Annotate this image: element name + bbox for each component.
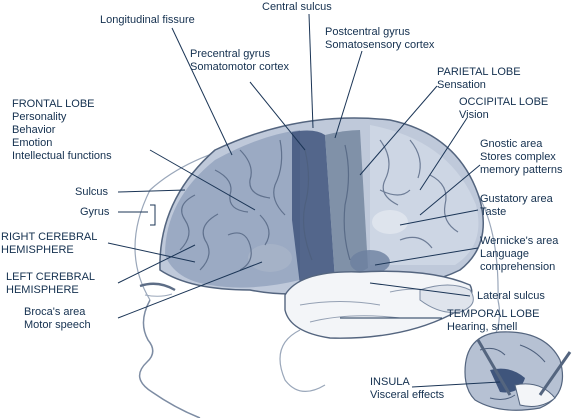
frontal-function-1: Personality bbox=[12, 111, 67, 123]
parietal-title: PARIETAL LOBE bbox=[437, 66, 521, 78]
label-wernickes-area: Wernicke's area Language comprehension bbox=[480, 235, 558, 274]
postcentral-title: Postcentral gyrus bbox=[325, 26, 410, 38]
label-sulcus: Sulcus bbox=[75, 186, 109, 198]
eye bbox=[139, 282, 176, 292]
wernicke-title: Wernicke's area bbox=[480, 235, 559, 247]
left-hemisphere-line-2: HEMISPHERE bbox=[6, 284, 79, 296]
wernicke-function-1: Language bbox=[480, 248, 529, 260]
gnostic-function-2: memory patterns bbox=[480, 164, 563, 176]
label-gnostic-area: Gnostic area Stores complex memory patte… bbox=[480, 138, 563, 177]
gnostic-title: Gnostic area bbox=[480, 138, 543, 150]
gyri-pattern bbox=[179, 139, 459, 271]
label-parietal-lobe: PARIETAL LOBE Sensation bbox=[437, 66, 521, 92]
insula-inset bbox=[464, 331, 572, 411]
leader-lines bbox=[107, 13, 501, 388]
broca-area bbox=[248, 244, 292, 272]
frontal-function-3: Emotion bbox=[12, 137, 53, 149]
label-gustatory-area: Gustatory area Taste bbox=[480, 193, 553, 219]
label-temporal-lobe: TEMPORAL LOBE Hearing, smell bbox=[447, 308, 540, 334]
temporal-function: Hearing, smell bbox=[447, 321, 518, 333]
label-occipital-lobe: OCCIPITAL LOBE Vision bbox=[459, 96, 548, 122]
face-profile bbox=[138, 299, 201, 418]
label-gyrus: Gyrus bbox=[80, 206, 110, 218]
label-right-cerebral-hemisphere: RIGHT CEREBRAL HEMISPHERE bbox=[1, 231, 97, 257]
label-insula: INSULA Visceral effects bbox=[370, 376, 444, 402]
label-longitudinal-fissure: Longitudinal fissure bbox=[100, 14, 195, 26]
gustatory-title: Gustatory area bbox=[480, 193, 553, 205]
label-precentral-gyrus: Precentral gyrus Somatomotor cortex bbox=[190, 48, 289, 74]
postcentral-function: Somatosensory cortex bbox=[325, 39, 435, 51]
broca-title: Broca's area bbox=[24, 306, 86, 318]
wernicke-function-2: comprehension bbox=[480, 261, 556, 273]
wernicke-area bbox=[350, 250, 390, 274]
temporal-title: TEMPORAL LOBE bbox=[447, 308, 540, 320]
label-central-sulcus: Central sulcus bbox=[262, 1, 332, 13]
broca-function: Motor speech bbox=[24, 319, 91, 331]
label-brocas-area: Broca's area Motor speech bbox=[24, 306, 91, 332]
gustatory-area bbox=[372, 210, 408, 234]
frontal-title: FRONTAL LOBE bbox=[12, 98, 95, 110]
label-lateral-sulcus: Lateral sulcus bbox=[477, 290, 545, 302]
occipital-title: OCCIPITAL LOBE bbox=[459, 96, 549, 108]
precentral-function: Somatomotor cortex bbox=[190, 61, 290, 73]
insula-title: INSULA bbox=[370, 376, 410, 388]
cerebellum bbox=[419, 284, 474, 313]
postcentral-gyrus bbox=[325, 130, 368, 280]
precentral-title: Precentral gyrus bbox=[190, 48, 271, 60]
insula-function: Visceral effects bbox=[370, 389, 445, 401]
label-postcentral-gyrus: Postcentral gyrus Somatosensory cortex bbox=[325, 26, 434, 52]
frontal-function-2: Behavior bbox=[12, 124, 56, 136]
gustatory-function: Taste bbox=[480, 206, 507, 218]
occipital-function: Vision bbox=[459, 109, 489, 121]
label-left-cerebral-hemisphere: LEFT CEREBRAL HEMISPHERE bbox=[6, 271, 95, 297]
frontal-function-4: Intellectual functions bbox=[12, 150, 112, 162]
precentral-gyrus bbox=[292, 130, 335, 287]
parietal-function: Sensation bbox=[437, 79, 486, 91]
gnostic-function-1: Stores complex bbox=[480, 151, 556, 163]
right-hemisphere-line-1: RIGHT CEREBRAL bbox=[1, 231, 98, 243]
left-hemisphere-line-1: LEFT CEREBRAL bbox=[6, 271, 96, 283]
label-frontal-lobe: FRONTAL LOBE Personality Behavior Emotio… bbox=[12, 98, 112, 163]
right-hemisphere-line-2: HEMISPHERE bbox=[1, 244, 74, 256]
ear bbox=[279, 329, 326, 392]
